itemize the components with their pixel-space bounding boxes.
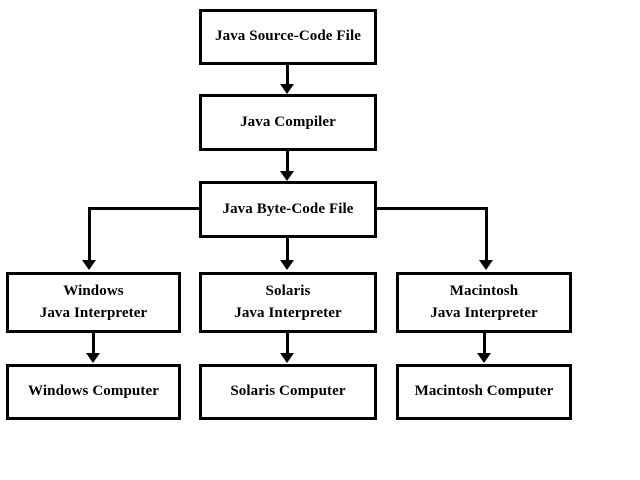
node-label-line-2: Java Interpreter bbox=[39, 304, 148, 321]
connector-windows-interpreter-to-computer bbox=[92, 333, 95, 355]
arrowhead-bytecode-to-windows bbox=[82, 260, 96, 270]
node-java-compiler: Java Compiler bbox=[199, 94, 377, 151]
connector-bytecode-to-solaris-vertical bbox=[286, 238, 289, 262]
arrowhead-bytecode-to-solaris bbox=[280, 260, 294, 270]
node-label-line-1: Windows bbox=[63, 282, 124, 299]
arrowhead-source-to-compiler bbox=[280, 84, 294, 94]
node-label-line-2: Java Interpreter bbox=[430, 304, 538, 321]
node-label-line-1: Macintosh bbox=[449, 282, 519, 299]
connector-bytecode-to-windows-horizontal bbox=[88, 207, 201, 210]
connector-compiler-to-bytecode bbox=[286, 151, 289, 173]
node-label-line-2: Java Interpreter bbox=[234, 304, 342, 321]
node-windows-java-interpreter: Windows Java Interpreter bbox=[6, 272, 181, 333]
connector-macintosh-interpreter-to-computer bbox=[483, 333, 486, 355]
node-label-line-1: Solaris bbox=[265, 282, 311, 299]
node-label: Windows Computer bbox=[28, 383, 159, 400]
arrowhead-solaris-interpreter-to-computer bbox=[280, 353, 294, 363]
connector-bytecode-to-macintosh-horizontal bbox=[375, 207, 488, 210]
node-label: Java Source-Code File bbox=[215, 28, 361, 45]
connector-solaris-interpreter-to-computer bbox=[286, 333, 289, 355]
node-macintosh-computer: Macintosh Computer bbox=[396, 364, 572, 420]
connector-bytecode-to-windows-vertical bbox=[88, 207, 91, 262]
connector-source-to-compiler bbox=[286, 65, 289, 86]
node-java-byte-code-file: Java Byte-Code File bbox=[199, 181, 377, 238]
node-java-source-code-file: Java Source-Code File bbox=[199, 9, 377, 65]
node-macintosh-java-interpreter: Macintosh Java Interpreter bbox=[396, 272, 572, 333]
arrowhead-windows-interpreter-to-computer bbox=[86, 353, 100, 363]
node-solaris-computer: Solaris Computer bbox=[199, 364, 377, 420]
node-label: Macintosh Computer bbox=[414, 383, 554, 400]
node-label: Solaris Computer bbox=[230, 383, 346, 400]
arrowhead-bytecode-to-macintosh bbox=[479, 260, 493, 270]
node-label: Java Byte-Code File bbox=[222, 200, 354, 217]
node-solaris-java-interpreter: Solaris Java Interpreter bbox=[199, 272, 377, 333]
arrowhead-compiler-to-bytecode bbox=[280, 171, 294, 181]
connector-bytecode-to-macintosh-vertical bbox=[485, 207, 488, 262]
node-windows-computer: Windows Computer bbox=[6, 364, 181, 420]
arrowhead-macintosh-interpreter-to-computer bbox=[477, 353, 491, 363]
node-label: Java Compiler bbox=[240, 113, 336, 130]
